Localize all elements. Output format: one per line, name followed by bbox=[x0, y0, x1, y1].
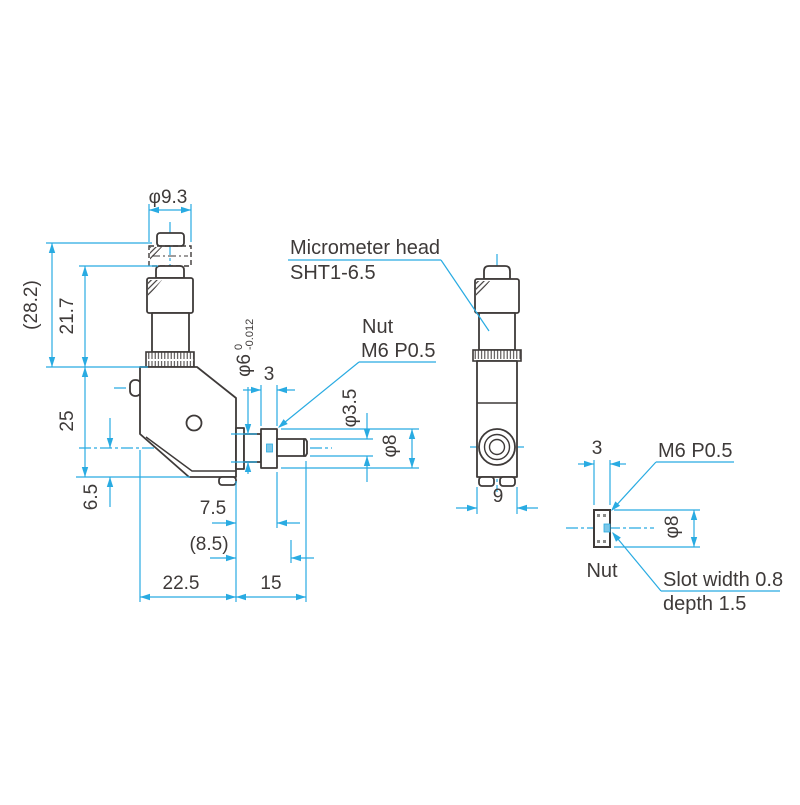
nut-thread-label: M6 P0.5 bbox=[361, 340, 435, 362]
shaft-end-mid bbox=[483, 433, 511, 461]
knurl-ring-side bbox=[472, 349, 522, 362]
micrometer-front bbox=[145, 232, 195, 368]
nut-slot-front bbox=[266, 443, 273, 453]
dimension-side-width: 9 bbox=[456, 486, 538, 514]
dim-stroke-ref: (8.5) bbox=[189, 534, 228, 555]
shaft-end-inner bbox=[488, 438, 506, 456]
dim-nut-offset: 7.5 bbox=[200, 498, 226, 519]
nut-callout-front: Nut M6 P0.5 bbox=[275, 316, 436, 431]
dim-spindle-tol-lower: -0.012 bbox=[244, 319, 256, 350]
dim-detail-thickness: 3 bbox=[592, 438, 603, 459]
knurl-ring bbox=[145, 351, 195, 368]
micrometer-model-label: SHT1-6.5 bbox=[290, 262, 376, 284]
foot-right bbox=[499, 476, 516, 487]
dim-spindle-dia: φ6 bbox=[234, 354, 255, 377]
dimensions-front: φ9.3 (28.2) 21.7 25 6.5 bbox=[21, 187, 419, 602]
knurl-hatch-phantom bbox=[150, 247, 162, 260]
foot-left bbox=[478, 476, 495, 487]
dim-center-offset: 6.5 bbox=[81, 484, 102, 510]
front-view: φ9.3 (28.2) 21.7 25 6.5 bbox=[21, 187, 436, 602]
thread-marks bbox=[597, 514, 606, 543]
dim-side-width: 9 bbox=[493, 486, 504, 507]
dim-detail-dia: φ8 bbox=[662, 516, 683, 539]
detail-name-label: Nut bbox=[586, 560, 618, 582]
nut-slot-detail bbox=[603, 523, 611, 533]
dim-shaft-dia: φ3.5 bbox=[340, 389, 361, 428]
mount-hole bbox=[185, 414, 203, 432]
micrometer-head-label: Micrometer head bbox=[290, 237, 440, 259]
shaft-assembly bbox=[235, 427, 308, 470]
dim-nut-dia: φ8 bbox=[380, 435, 401, 458]
slot-width-label: Slot width 0.8 bbox=[663, 569, 783, 591]
micrometer-callout: Micrometer head SHT1-6.5 bbox=[288, 237, 490, 332]
knurl-hatch-thimble bbox=[148, 280, 162, 297]
slot-depth-label: depth 1.5 bbox=[663, 593, 746, 615]
nut-label: Nut bbox=[362, 316, 394, 338]
detail-thread-label: M6 P0.5 bbox=[658, 440, 732, 462]
dim-body-width: 22.5 bbox=[163, 573, 200, 594]
nut-detail: 3 φ8 M6 P0.5 Nut Slot width 0.8 depth 1.… bbox=[566, 438, 783, 615]
dim-spindle-dia-group: φ6 0 -0.012 bbox=[233, 319, 256, 377]
dim-body-height: 25 bbox=[57, 410, 78, 431]
dim-head-height: 21.7 bbox=[57, 298, 78, 335]
bracket-body bbox=[139, 366, 237, 486]
dim-knob-dia: φ9.3 bbox=[149, 187, 188, 208]
knurl-hatch-side bbox=[476, 281, 490, 298]
dim-shaft-length: 15 bbox=[260, 573, 281, 594]
side-view: 9 Micrometer head SHT1-6.5 bbox=[288, 237, 538, 514]
dim-nut-thickness: 3 bbox=[264, 364, 275, 385]
dim-spindle-tol-upper: 0 bbox=[233, 344, 245, 350]
dim-overall-height: (28.2) bbox=[21, 280, 42, 330]
micrometer-side bbox=[472, 265, 522, 487]
foot-front bbox=[218, 476, 237, 486]
